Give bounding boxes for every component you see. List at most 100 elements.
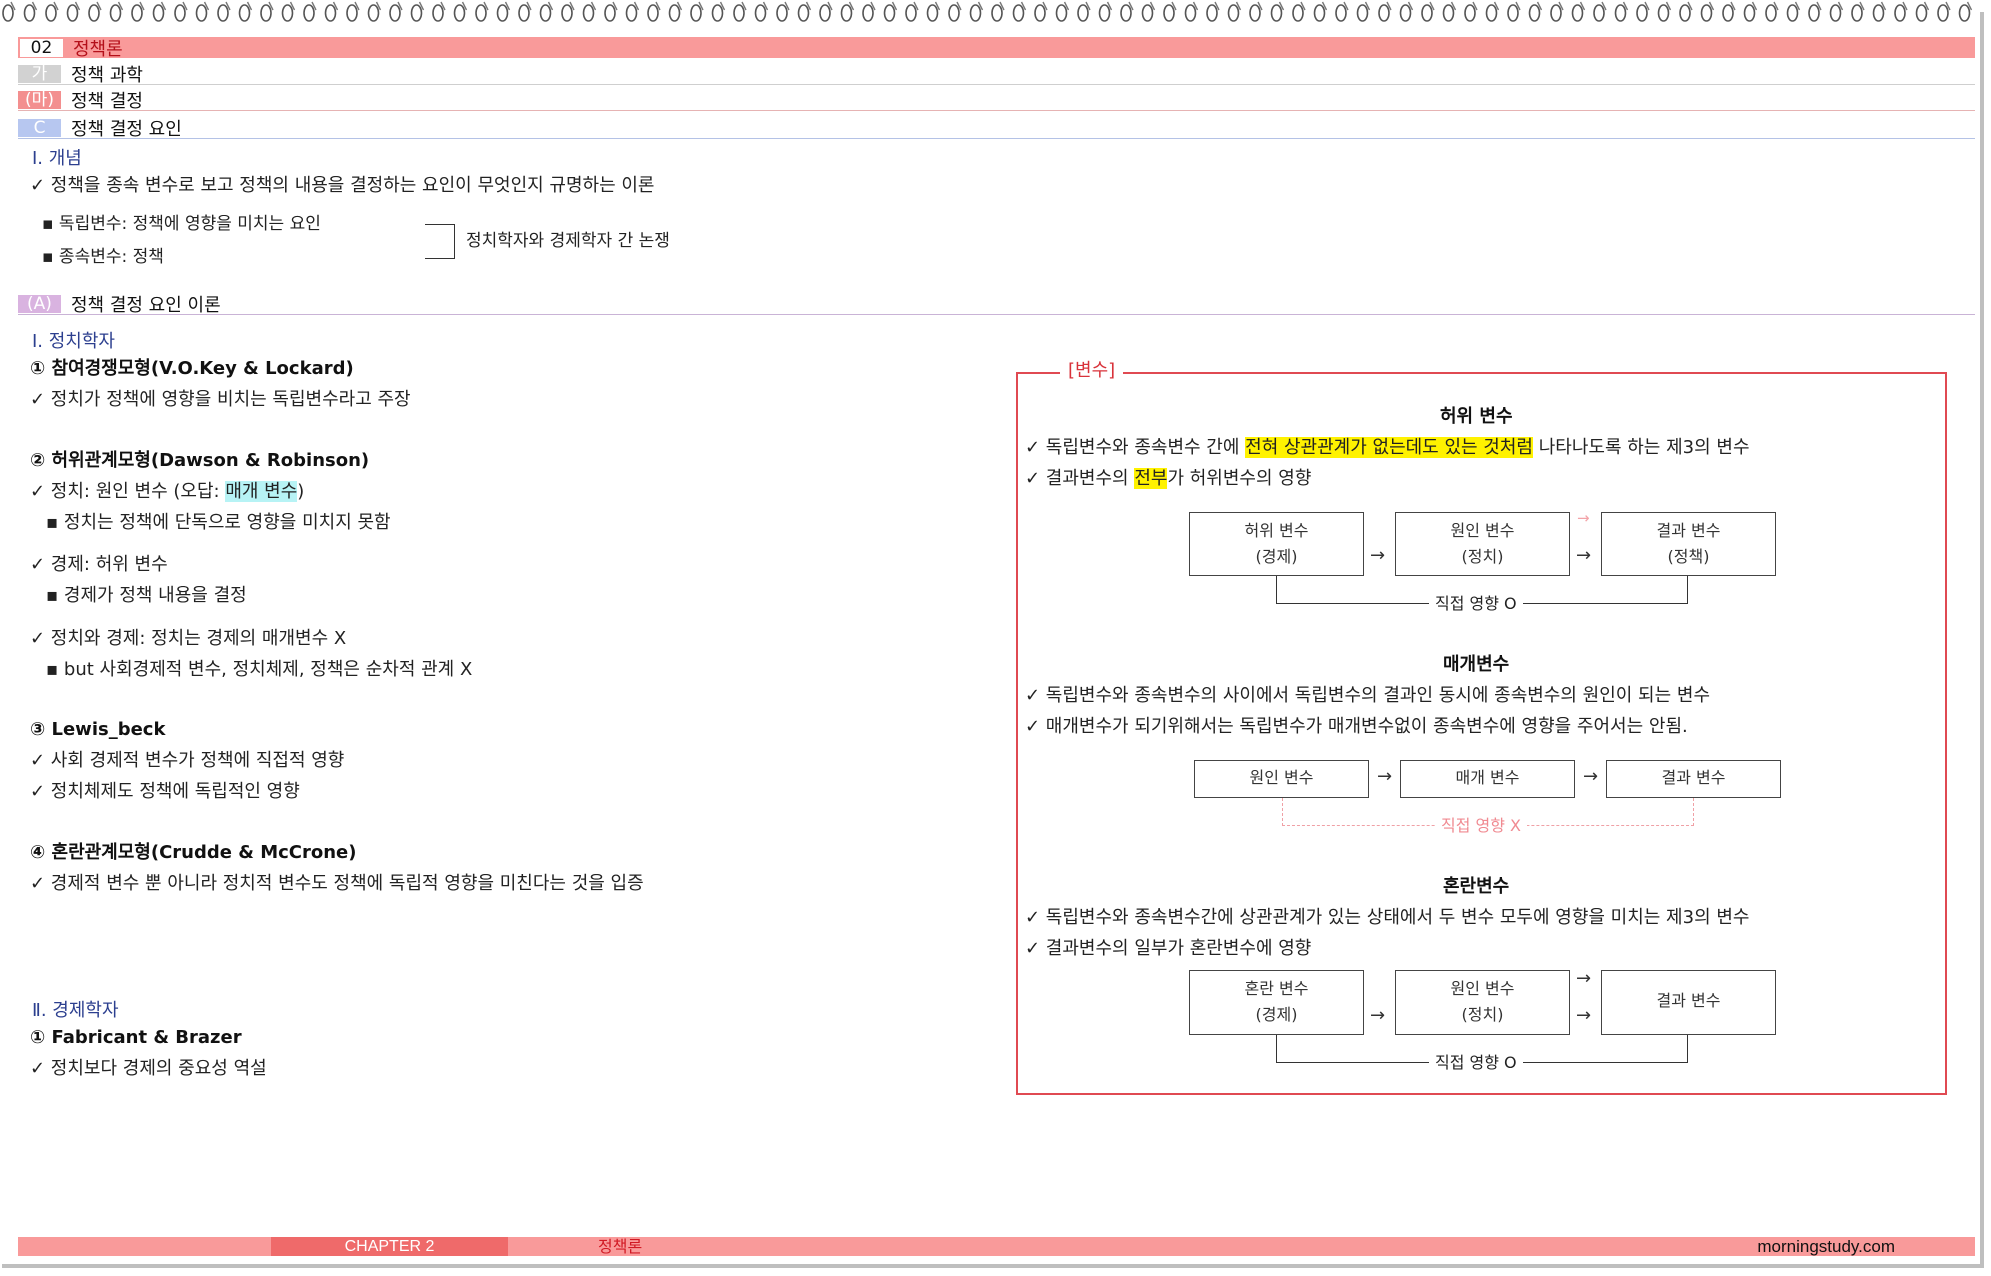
spiral-hook [418, 1, 425, 11]
spiral-hook [1063, 1, 1070, 11]
bracket-line [425, 224, 455, 259]
spiral-ring [1485, 4, 1498, 22]
spiral-ring [1851, 4, 1863, 22]
spiral-hook [827, 1, 833, 11]
spiral-ring [1894, 4, 1906, 22]
section-header-level4: (A) 정책 결정 요인 이론 [18, 293, 1975, 316]
spiral-ring [733, 4, 745, 22]
footer-title: 정책론 [598, 1237, 643, 1256]
model4-check1: ✓ 경제적 변수 뿐 아니라 정치적 변수도 정책에 독립적 영향을 미친다는 … [30, 873, 644, 894]
spiral-hook [1536, 1, 1543, 11]
spiral-hook [848, 1, 855, 11]
spiral-ring [1141, 4, 1154, 22]
spiral-ring [1937, 4, 1949, 22]
spiral-ring [625, 4, 638, 22]
spiral-hook [117, 1, 124, 11]
box-sublabel: (정책) [1667, 547, 1710, 566]
spiral-hook [461, 1, 468, 11]
spiral-hook [1902, 1, 1908, 11]
diagram3-cause-box: 원인 변수 (정치) [1395, 970, 1570, 1035]
highlight-mediator: 매개 변수 [225, 481, 298, 502]
spiral-hook [10, 1, 16, 11]
spiral-hook [1042, 1, 1048, 11]
spiral-ring [1528, 4, 1541, 22]
spiral-hook [1214, 1, 1220, 11]
spiral-hook [1945, 1, 1951, 11]
economic-model1-check: ✓ 정치보다 경제의 중요성 역설 [30, 1058, 267, 1079]
spurious-title: 허위 변수 [1440, 406, 1513, 427]
spiral-hook [1966, 1, 1973, 11]
spiral-ring [539, 4, 552, 22]
spiral-hook [1429, 1, 1435, 11]
spiral-ring [496, 4, 509, 22]
spiral-hook [590, 1, 597, 11]
spiral-ring [1872, 4, 1885, 22]
confound-check1: ✓ 독립변수와 종속변수간에 상관관계가 있는 상태에서 두 변수 모두에 영향… [1025, 907, 1750, 928]
spiral-ring [582, 4, 595, 22]
spiral-hook [1730, 1, 1736, 11]
spiral-ring [1743, 4, 1756, 22]
model2-title: ② 허위관계모형(Dawson & Robinson) [30, 450, 370, 471]
spiral-ring [1722, 4, 1734, 22]
spiral-ring [754, 4, 767, 22]
panel-label: [변수] [1060, 360, 1124, 382]
spiral-hook [53, 1, 59, 11]
footer-site: morningstudy.com [1757, 1237, 1895, 1256]
spiral-hook [354, 1, 360, 11]
chapter-title: 정책론 [73, 38, 123, 60]
spiral-hook [1665, 1, 1672, 11]
spiral-hook [633, 1, 640, 11]
spiral-hook [74, 1, 81, 11]
spiral-ring [1077, 4, 1089, 22]
spiral-ring [195, 4, 208, 22]
spiral-hook [655, 1, 661, 11]
model3-check2: ✓ 정치체제도 정책에 독립적인 영향 [30, 781, 300, 802]
spiral-ring [647, 4, 659, 22]
spiral-ring [862, 4, 874, 22]
spiral-ring [668, 4, 681, 22]
spiral-ring [1657, 4, 1670, 22]
spiral-hook [375, 1, 382, 11]
arrow-right-icon: → [1583, 766, 1599, 787]
spiral-ring [1507, 4, 1519, 22]
diagram1-result-box: 결과 변수 (정책) [1601, 512, 1776, 576]
section-header-level2: (마) 정책 결정 [18, 89, 1975, 112]
diagram1-spurious-box: 허위 변수 (경제) [1189, 512, 1364, 576]
spiral-hook [1321, 1, 1328, 11]
spiral-hook [569, 1, 575, 11]
arrow-right-icon: → [1370, 1005, 1386, 1026]
spiral-hook [891, 1, 898, 11]
section-badge: C [18, 118, 61, 137]
spiral-hook [1687, 1, 1693, 11]
arrow-right-icon: → [1370, 545, 1386, 566]
section-title: 정책 과학 [71, 64, 143, 86]
highlight-no-correlation: 전혀 상관관계가 없는데도 있는 것처럼 [1245, 437, 1533, 458]
spiral-hook [246, 1, 253, 11]
arrow-right-icon: → [1576, 545, 1592, 566]
spiral-ring [1679, 4, 1691, 22]
spiral-hook [1020, 1, 1027, 11]
spiral-hook [698, 1, 704, 11]
spiral-ring [1915, 4, 1928, 22]
spiral-ring [1378, 4, 1390, 22]
spiral-ring [260, 4, 272, 22]
spiral-hook [1708, 1, 1715, 11]
box-label: 허위 변수 [1244, 521, 1309, 540]
spiral-ring [969, 4, 982, 22]
spiral-ring [1249, 4, 1261, 22]
spiral-hook [547, 1, 554, 11]
spiral-ring [1206, 4, 1218, 22]
concept-bullet-independent: ▪ 독립변수: 정책에 영향을 미치는 요인 [42, 214, 321, 234]
box-label: 원인 변수 [1450, 521, 1515, 540]
diagram2-mediator-box: 매개 변수 [1400, 760, 1575, 798]
spiral-ring [2, 4, 14, 22]
spiral-hook [96, 1, 102, 11]
spiral-hook [870, 1, 876, 11]
spiral-ring [389, 4, 401, 22]
model2-bullet2: ▪ 경제가 정책 내용을 결정 [46, 585, 247, 606]
spiral-hook [1816, 1, 1822, 11]
mediator-title: 매개변수 [1443, 654, 1510, 675]
spiral-ring [1829, 4, 1842, 22]
concept-check: ✓ 정책을 종속 변수로 보고 정책의 내용을 결정하는 요인이 무엇인지 규명… [30, 175, 655, 196]
